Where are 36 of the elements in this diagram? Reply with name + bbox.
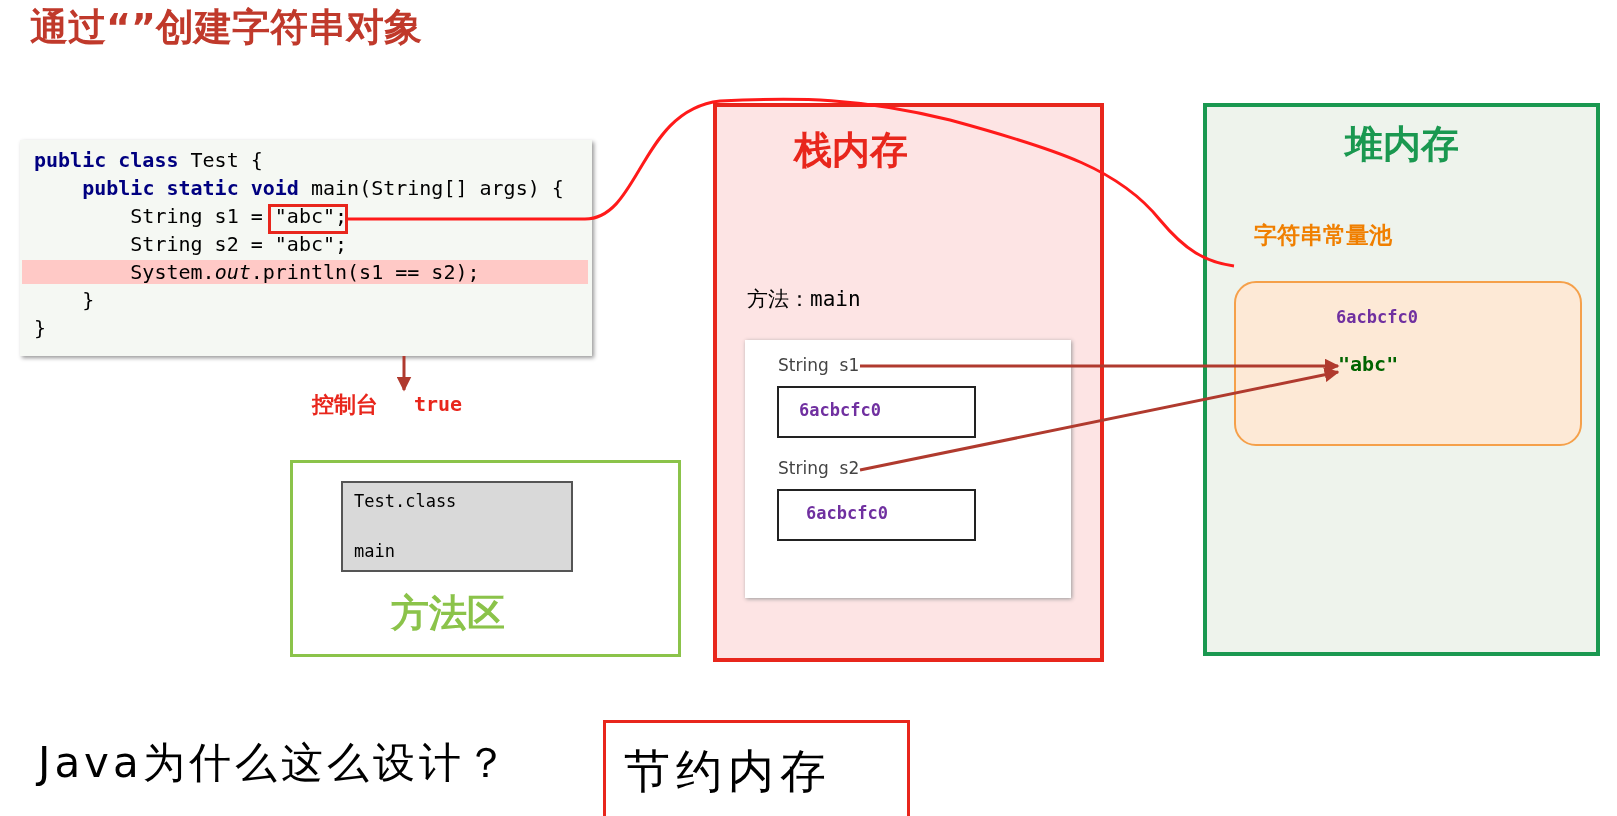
address-value: 6acbcfc0 [1336,307,1418,327]
area-title: 方法区 [391,590,505,637]
page-title: 通过“”创建字符串对象 [30,4,422,51]
method-name: main [354,541,395,561]
code-line: String s1 = "abc"; [129,204,348,228]
value-box [777,489,976,541]
stack-title: 栈内存 [794,127,908,174]
stack-memory-box [713,103,1104,662]
class-name: Test.class [354,491,457,511]
heap-title: 堆内存 [1345,121,1459,168]
arrow [396,356,412,392]
pool-title: 字符串常量池 [1254,221,1392,250]
variable-name: String s1 [778,355,860,375]
code-line: } [34,316,47,340]
output-value: true [414,392,463,416]
connector-line [348,97,1235,268]
arrow [859,367,1340,472]
code-line: String s2 = "abc"; [129,232,348,256]
address-value: 6acbcfc0 [799,400,881,420]
code-line: } [81,288,95,312]
variable-name: String s2 [778,458,860,478]
code-box [20,140,592,356]
string-literal: "abc" [1338,352,1399,376]
value-box [777,386,976,438]
console-label: 控制台 [312,391,378,419]
answer-box [603,720,910,816]
method-frame [745,285,1071,598]
class-box [341,481,573,572]
heap-memory-box [1203,103,1600,656]
code-line: public static void main(String[] args) { [81,176,564,200]
method-area-box [290,460,681,657]
highlight-box [268,204,348,234]
frame-title: 方法：main [747,286,861,313]
answer-text: 节约内存 [624,743,832,800]
code-line: public class Test { [34,148,263,172]
address-value: 6acbcfc0 [806,503,888,523]
